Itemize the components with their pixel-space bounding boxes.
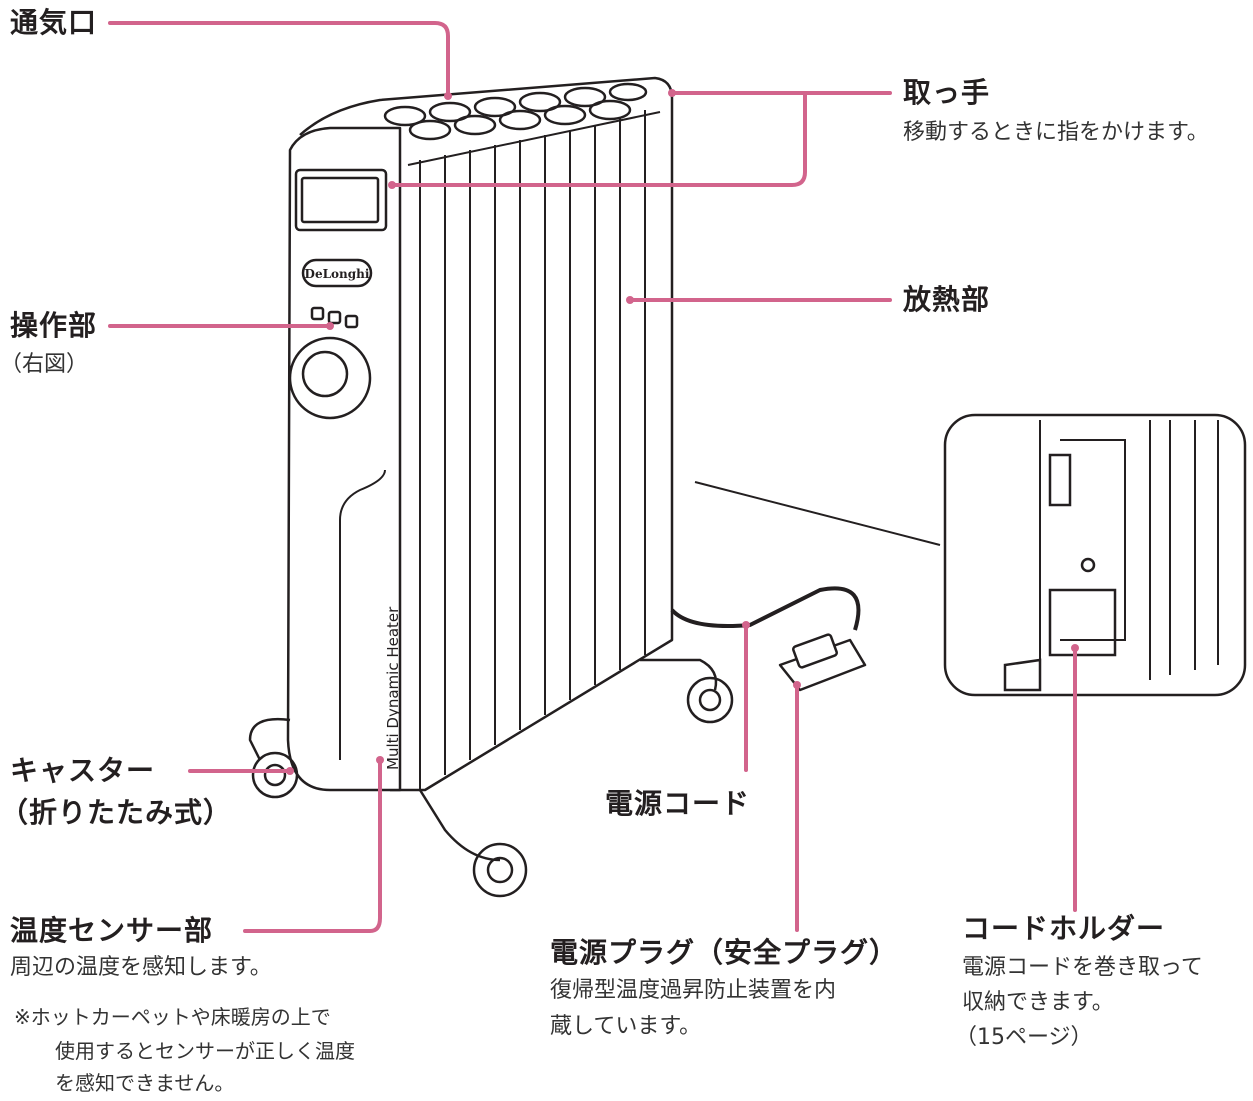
label-sensor-note-1: ※ホットカーペットや床暖房の上で (14, 1005, 331, 1029)
label-plug-desc-1: 復帰型温度過昇防止装置を内 (550, 978, 837, 1003)
power-cord (670, 586, 861, 631)
front-caster (472, 842, 528, 898)
cord-holder-inset (694, 413, 1247, 697)
front-panel-groove (339, 469, 386, 760)
label-caster-title-1: キャスター (10, 754, 156, 787)
logo-badge (301, 258, 373, 288)
logo-text: DeLonghi (305, 267, 370, 281)
label-sensor-note-2: 使用するとセンサーが正しく温度 (55, 1039, 355, 1063)
label-holder-desc-1: 電源コードを巻き取って (962, 955, 1203, 980)
label-control-title: 操作部 (10, 309, 98, 342)
label-vent-title: 通気口 (10, 6, 98, 39)
leader-dots (286, 89, 1079, 775)
radiator-fins (407, 110, 661, 790)
label-sensor-title: 温度センサー部 (10, 914, 214, 947)
label-plug-title: 電源プラグ（安全プラグ） (550, 936, 899, 969)
label-handle-desc: 移動するときに指をかけます。 (903, 120, 1209, 145)
label-caster-title-2: （折りたたみ式） (0, 796, 233, 829)
leader-sensor (243, 758, 382, 933)
label-sensor-desc: 周辺の温度を感知します。 (10, 955, 272, 980)
label-holder-desc-2: 収納できます。 (962, 990, 1114, 1015)
leader-handle (390, 91, 892, 187)
front-foot (418, 789, 501, 862)
label-plug-desc-2: 蔵しています。 (550, 1014, 702, 1039)
display-window (294, 168, 388, 232)
label-holder-desc-3: （15ページ） (955, 1025, 1093, 1050)
side-caster (251, 751, 299, 799)
label-sensor-note-3: を感知できません。 (55, 1071, 235, 1095)
vent-holes (383, 82, 648, 141)
label-radiator-title: 放熱部 (903, 283, 991, 316)
label-holder-title: コードホルダー (962, 912, 1166, 945)
label-handle-title: 取っ手 (903, 76, 991, 109)
rear-foot (640, 658, 718, 691)
leader-lines (108, 21, 1077, 933)
side-foot (248, 717, 291, 761)
label-control-desc: （右図） (0, 352, 89, 377)
control-knob (288, 336, 372, 420)
label-cord-title: 電源コード (605, 787, 751, 820)
rear-caster (686, 676, 734, 724)
heater-illustration (248, 76, 867, 898)
model-text: Multi Dynamic Heater (384, 606, 402, 770)
leader-vent (108, 21, 450, 98)
